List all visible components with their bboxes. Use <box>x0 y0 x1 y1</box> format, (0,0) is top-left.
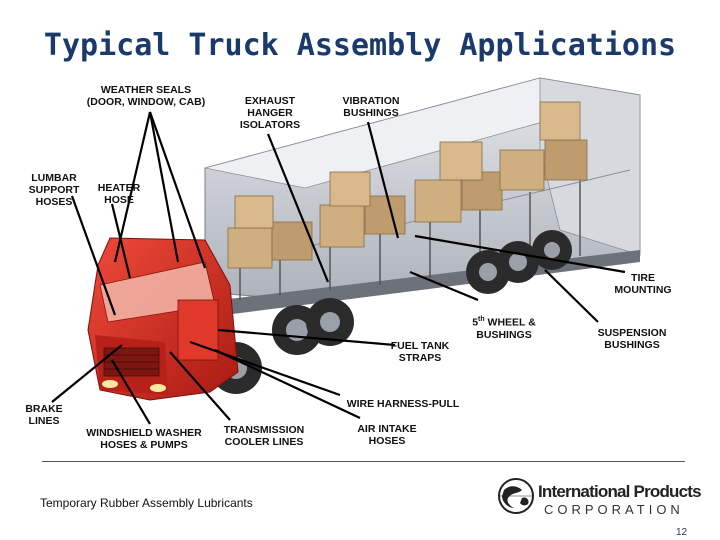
label-weather-seals: WEATHER SEALS (DOOR, WINDOW, CAB) <box>86 84 206 108</box>
logo-line1: International Products <box>538 482 702 501</box>
label-fifth-wheel-bushings: 5th WHEEL &BUSHINGS <box>462 314 546 341</box>
company-logo: International Products CORPORATION <box>494 472 702 518</box>
label-heater-hose: HEATER HOSE <box>97 182 141 206</box>
footer-divider <box>42 461 685 462</box>
label-fuel-tank-straps: FUEL TANK STRAPS <box>390 340 450 364</box>
label-air-intake-hoses: AIR INTAKE HOSES <box>357 423 417 447</box>
globe-icon <box>498 478 534 514</box>
page-number: 12 <box>676 527 688 538</box>
label-vibration-bushings: VIBRATION BUSHINGS <box>342 95 400 119</box>
leader-lines <box>51 111 626 425</box>
fifth-wheel-suffix: th <box>478 316 485 323</box>
label-exhaust-hanger-isolators: EXHAUST HANGER ISOLATORS <box>239 95 301 131</box>
fifth-wheel-number: 5 <box>472 316 479 329</box>
label-lumbar-support-hoses: LUMBAR SUPPORT HOSES <box>28 172 80 208</box>
label-wire-harness-pull: WIRE HARNESS-PULL <box>346 398 460 410</box>
label-windshield-washer: WINDSHIELD WASHER HOSES & PUMPS <box>86 427 202 451</box>
logo-line2: CORPORATION <box>544 502 684 517</box>
label-tire-mounting: TIRE MOUNTING <box>614 272 672 296</box>
fifth-wheel-text: WHEEL & <box>484 316 536 329</box>
label-brake-lines: BRAKE LINES <box>25 403 63 427</box>
truck-cab <box>87 237 239 401</box>
slide-title: Typical Truck Assembly Applications <box>43 28 677 63</box>
label-suspension-bushings: SUSPENSION BUSHINGS <box>597 327 667 351</box>
fifth-wheel-line2: BUSHINGS <box>476 328 532 341</box>
label-transmission-cooler-lines: TRANSMISSION COOLER LINES <box>223 424 305 448</box>
footer-text: Temporary Rubber Assembly Lubricants <box>40 496 253 510</box>
cargo-boxes <box>227 101 588 269</box>
